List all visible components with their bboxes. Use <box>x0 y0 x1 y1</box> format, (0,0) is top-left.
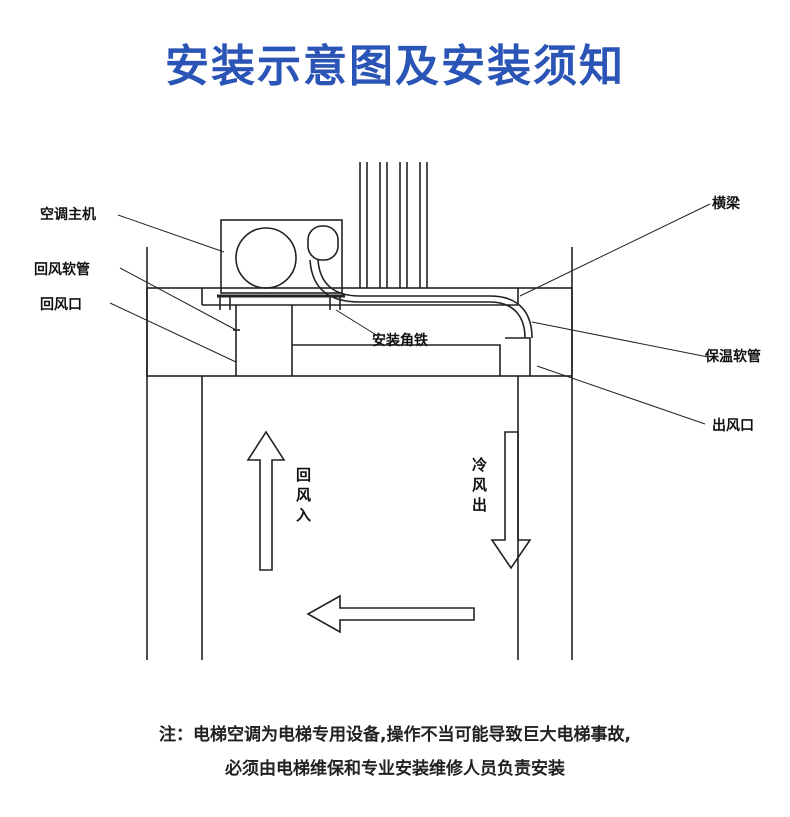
return-in-char-1: 回 <box>296 466 311 484</box>
label-return-hose: 回风软管 <box>34 261 90 278</box>
label-outlet-vent: 出风口 <box>712 417 754 434</box>
supply-duct <box>292 337 531 376</box>
install-note-line-2: 必须由电梯维保和专业安装维修人员负责安装 <box>225 759 565 779</box>
label-insulated-hose: 保温软管 <box>704 348 761 365</box>
install-note-line-1: 注：电梯空调为电梯专用设备,操作不当可能导致巨大电梯事故, <box>159 725 631 745</box>
cold-out-char-2: 风 <box>472 476 487 494</box>
label-beam: 横梁 <box>712 195 741 212</box>
horizontal-air-arrow <box>306 594 475 634</box>
cold-out-char-1: 冷 <box>472 456 487 474</box>
cold-air-arrow <box>490 431 532 570</box>
cold-out-char-3: 出 <box>472 496 487 514</box>
label-ac-unit: 空调主机 <box>40 206 96 223</box>
return-in-char-2: 风 <box>296 486 311 504</box>
ac-unit <box>220 219 343 294</box>
page-title: 安装示意图及安装须知 <box>165 41 625 92</box>
ac-fan <box>235 227 297 289</box>
label-return-vent: 回风口 <box>40 297 82 313</box>
label-angle-iron: 安装角铁 <box>372 332 428 349</box>
return-air-arrow <box>246 430 286 571</box>
insulated-hose <box>309 259 526 339</box>
ac-compressor <box>307 225 339 261</box>
return-duct <box>235 305 293 376</box>
return-in-char-3: 入 <box>296 506 311 524</box>
